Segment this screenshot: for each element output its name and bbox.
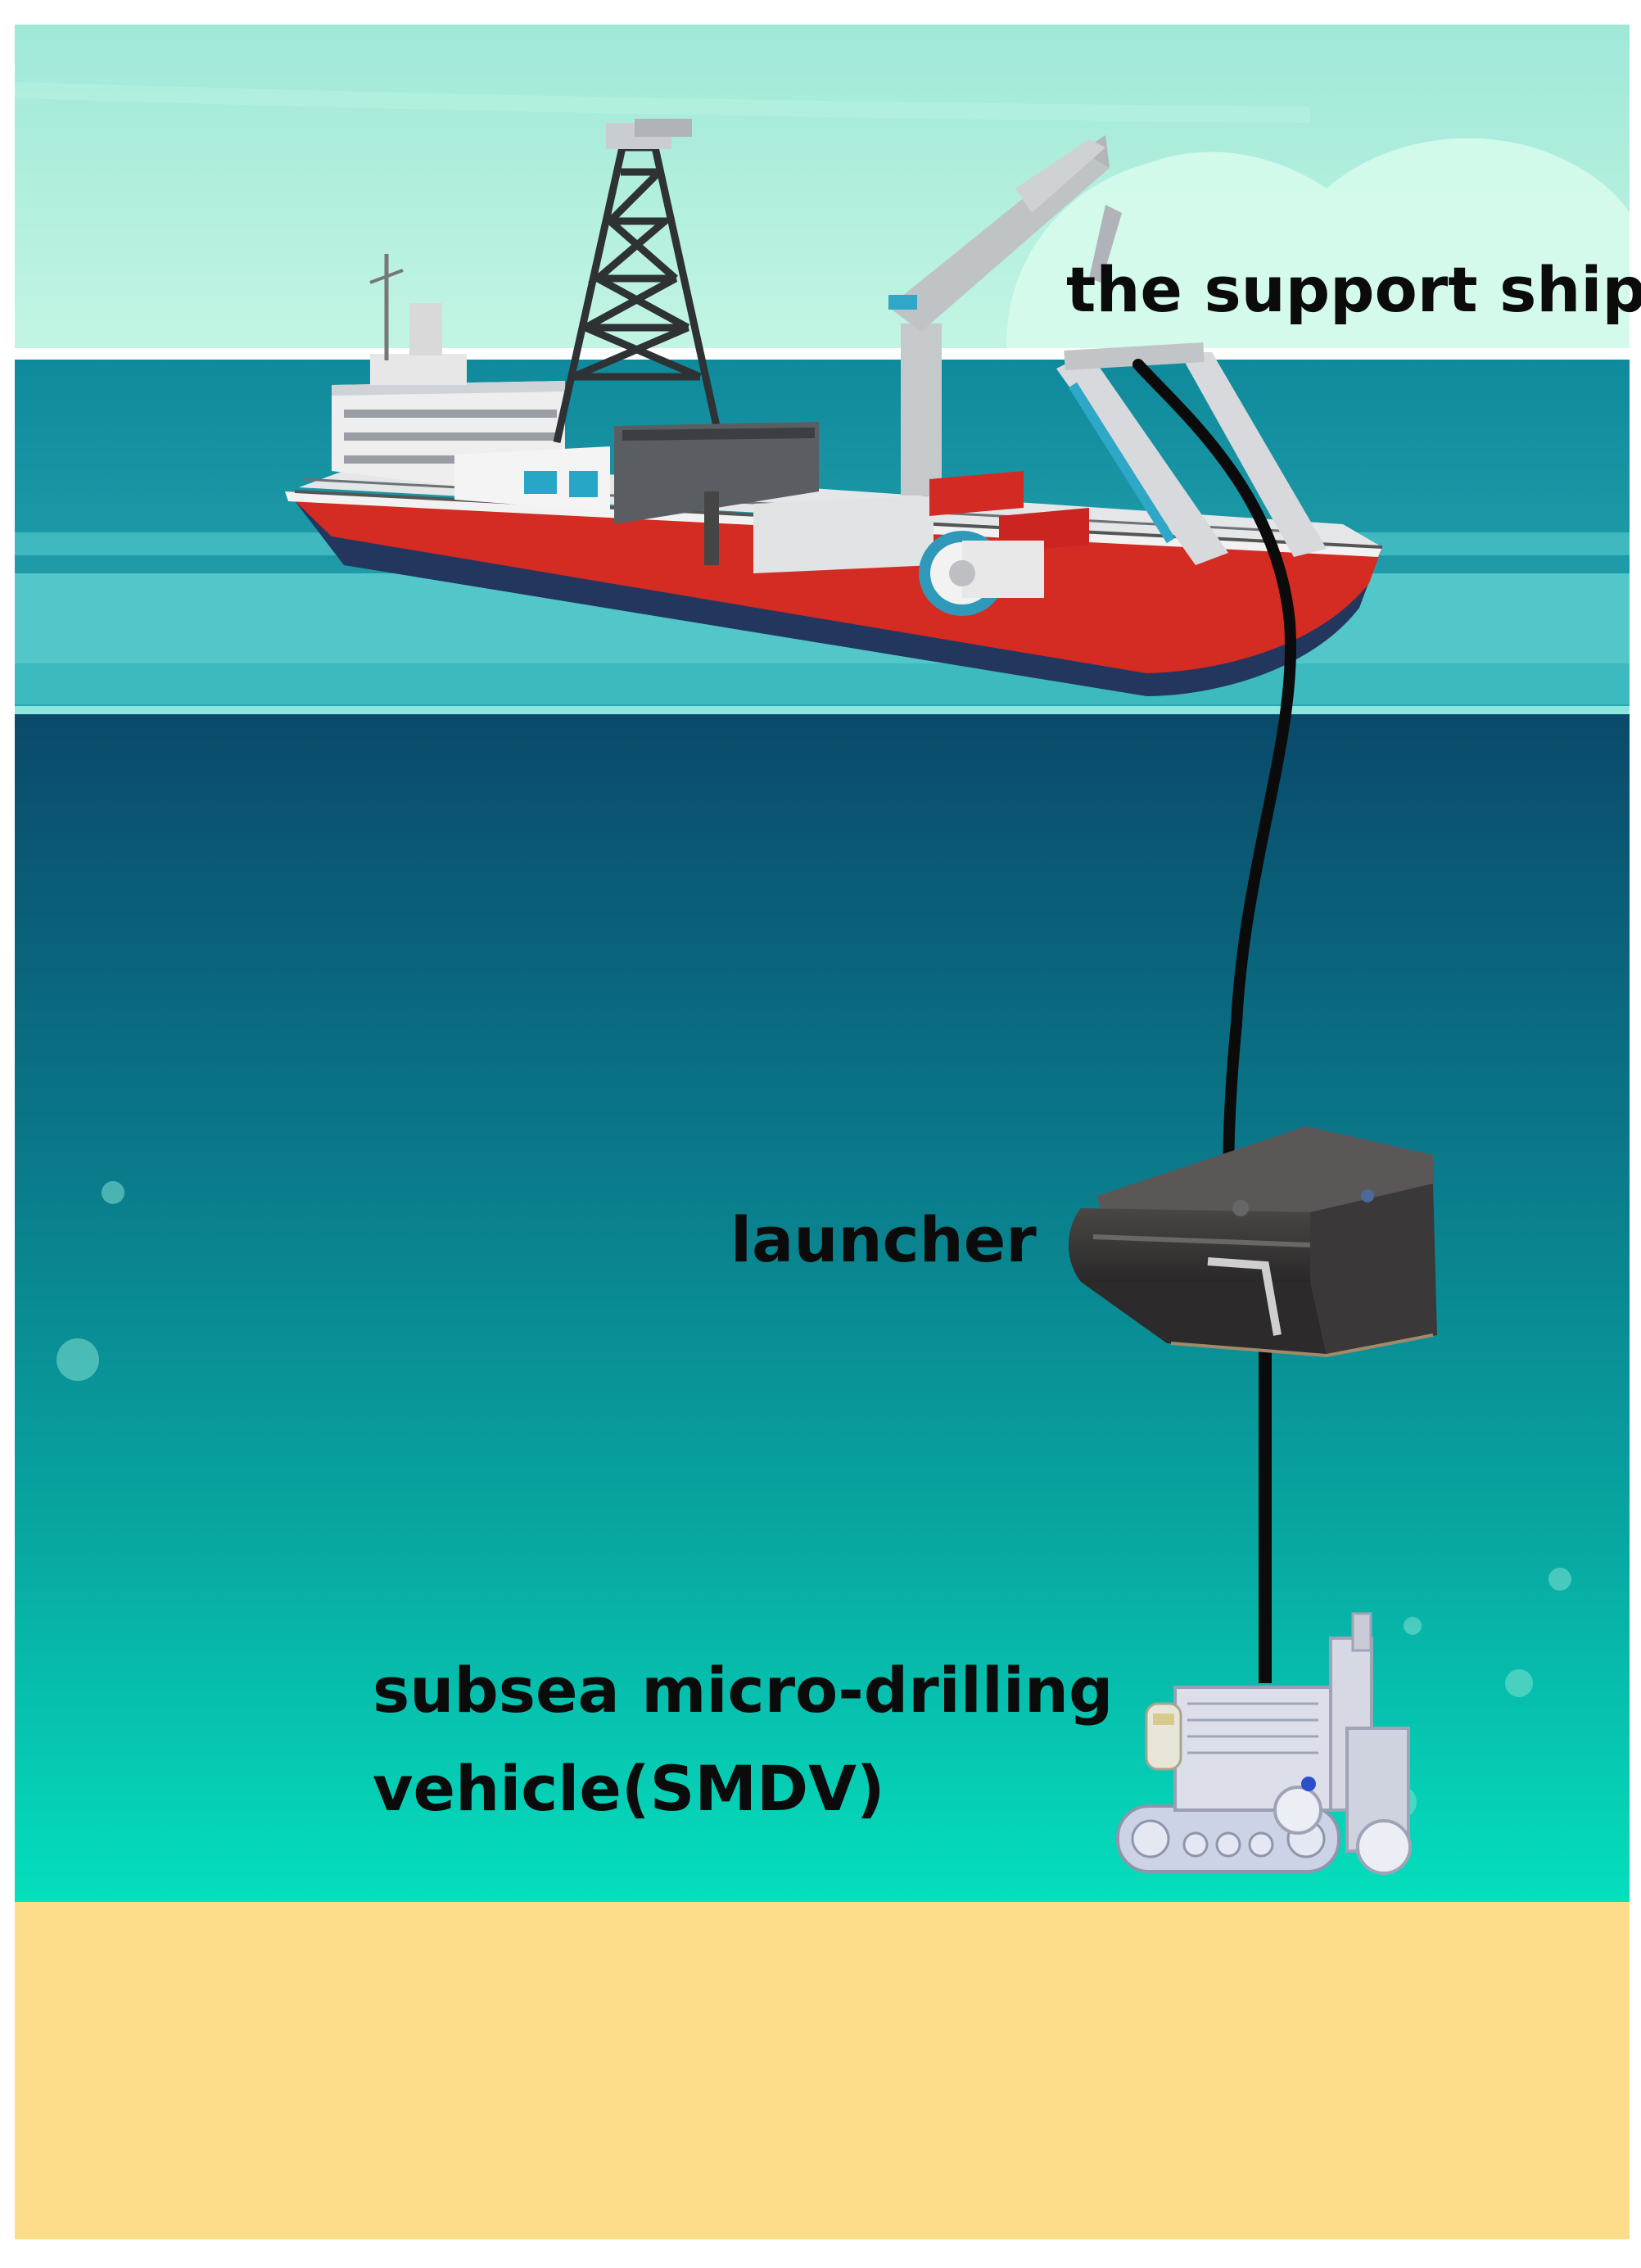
label-launcher: launcher [730, 1203, 1037, 1276]
surface-stripe [15, 663, 1630, 704]
horizon-line [15, 348, 1630, 360]
support-ship-icon [285, 119, 1383, 696]
waterline [15, 706, 1630, 714]
cloud [1006, 138, 1630, 360]
smdv-icon [1116, 1612, 1412, 1875]
launcher-icon [1069, 1126, 1437, 1358]
sky-streak [15, 82, 1310, 123]
umbilical-cable [1132, 359, 1296, 1202]
label-smdv-line-2: vehicle(SMDV) [373, 1752, 885, 1825]
label-smdv-line-1: subsea micro-drilling [373, 1654, 1114, 1727]
seabed [15, 1902, 1630, 2239]
label-support-ship: the support ship [1066, 253, 1641, 326]
